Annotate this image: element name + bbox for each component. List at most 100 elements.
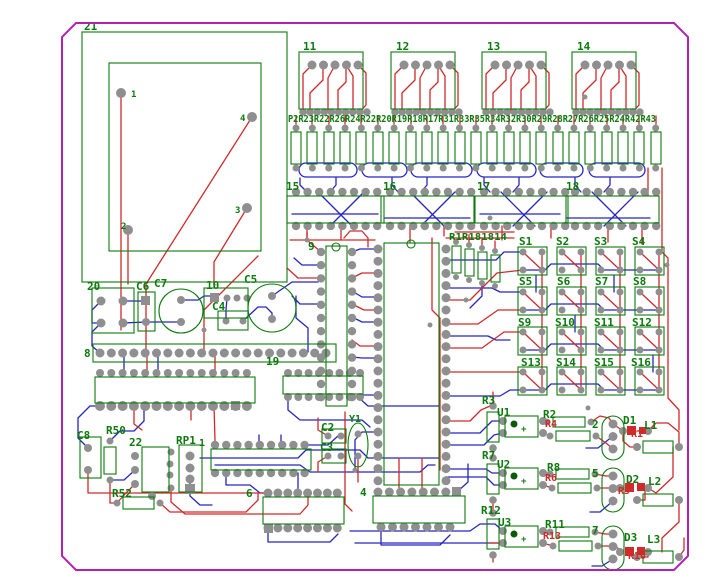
pad [420,187,429,197]
pad [373,390,383,400]
diodes-layer [625,426,646,556]
board-outline-layer [61,22,689,571]
bottom-trace [380,530,451,546]
component-outline [282,375,364,395]
pad [570,164,578,172]
pad [577,368,585,376]
component-label: R1R181814 [449,232,507,243]
pad [603,124,611,132]
pad [314,393,323,401]
pad [411,522,420,532]
pad [546,108,554,116]
top-trace [524,373,541,389]
pad [549,542,557,550]
pad [407,487,417,497]
pad [406,124,414,132]
pad [617,221,626,231]
component-label: S11 [594,316,614,329]
component-label: C2 [321,421,334,434]
pad [467,221,476,231]
pad [441,439,451,449]
pad [239,317,247,325]
top-trace [419,64,428,113]
component-label: 5 [592,467,599,480]
pad [439,164,447,172]
optocoupler-dot [510,420,518,428]
pad [341,124,349,132]
component-outline [474,195,569,224]
pad [531,108,540,116]
pad [131,480,139,488]
pad [519,288,527,296]
pad [291,221,301,231]
pad [453,239,459,245]
pad [558,248,566,256]
pad [289,440,298,450]
component-label: S13 [521,356,541,369]
bottom-trace [329,191,365,227]
component-outline [634,366,665,396]
pad [223,294,231,302]
top-trace [602,253,619,269]
pad [347,327,357,336]
component-label: 22 [129,436,142,449]
pad [597,288,605,296]
pad [597,328,605,336]
bottom-trace [445,432,504,446]
pad [310,348,320,358]
via [664,262,670,268]
pad [131,452,139,460]
bottom-trace [267,531,339,543]
component-outline [595,246,626,276]
pad [655,266,663,274]
pad [441,487,451,497]
pad [616,484,624,492]
pad [320,108,329,116]
via [427,322,433,328]
pad [141,369,150,377]
component-label: Y1 [349,414,361,425]
top-trace [437,64,446,113]
pad [489,444,497,452]
pad [593,484,601,492]
component-outline [556,366,587,396]
pad [373,403,383,413]
pad [348,108,357,116]
component-outline [388,131,400,165]
bottom-trace [180,295,211,301]
pad [322,488,332,498]
pad [210,293,219,302]
pad [514,221,523,231]
pad [538,288,546,296]
pad [118,348,128,358]
pad [655,288,663,296]
pad [345,393,354,401]
pad [608,496,618,506]
component-label: S5 [519,275,532,288]
pad [492,248,498,254]
pad [185,348,195,358]
pad [607,108,616,116]
pad [582,221,591,231]
bottom-trace [357,396,441,407]
component-outline [380,195,475,224]
pad [397,221,406,231]
pad [539,539,547,547]
component-label: RP1 [176,434,196,447]
component-outline [486,131,498,165]
component-label: S12 [632,316,652,329]
pad [655,346,663,354]
pad [441,464,451,474]
pad [441,366,451,376]
bottom-bus-outline [361,162,408,178]
pad [594,221,603,231]
pad [453,274,459,280]
pad [385,221,395,231]
pad [118,318,128,328]
pad [242,369,251,377]
bottom-trace [445,468,504,474]
component-outline [517,366,548,396]
pad [308,164,316,172]
pad [222,440,231,450]
